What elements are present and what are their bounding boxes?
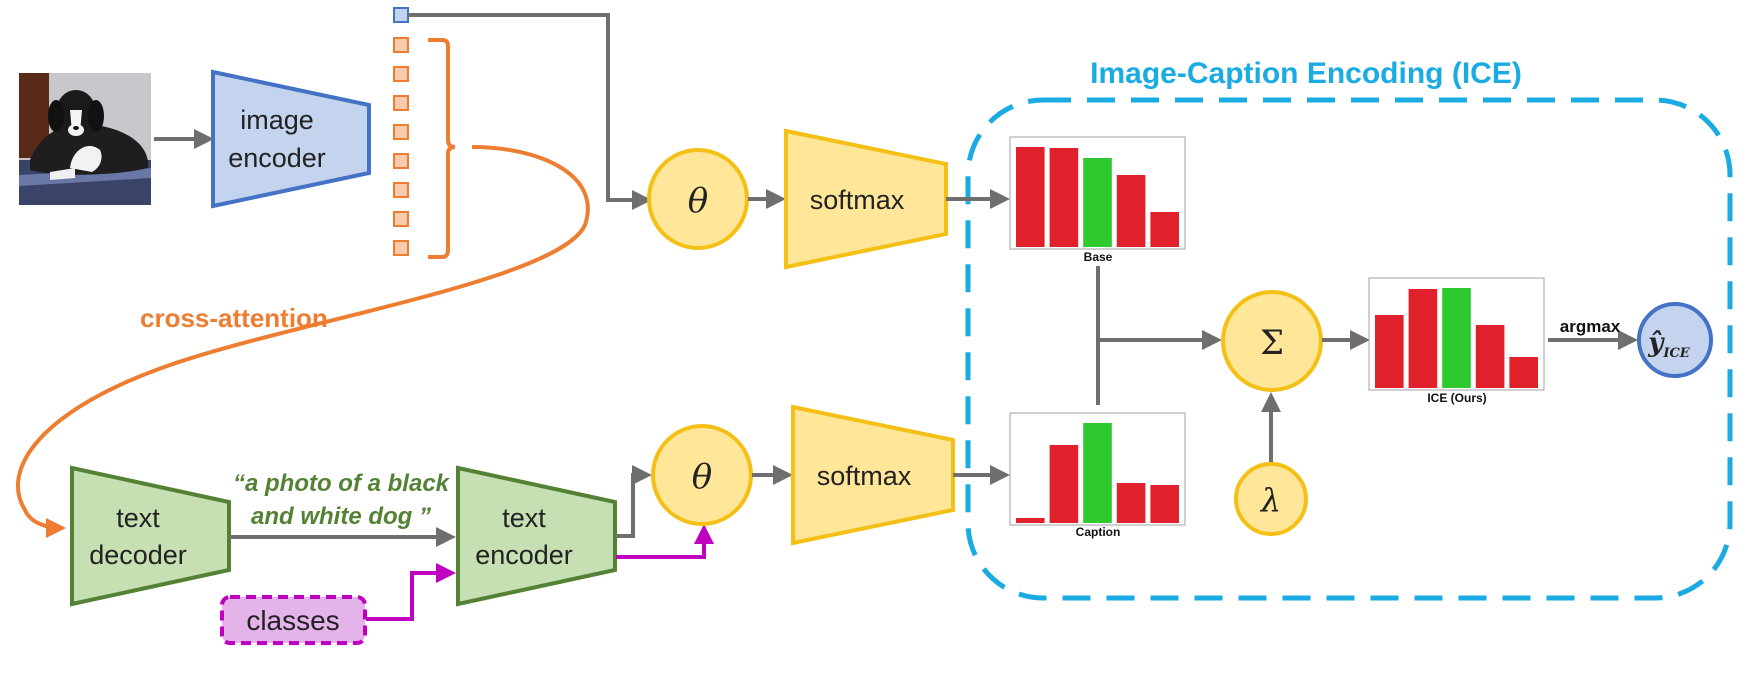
chart-bar [1116, 175, 1146, 247]
theta-top [647, 148, 749, 250]
input-image [19, 73, 151, 205]
text-encoder-label-1: text [502, 503, 546, 533]
caption-line-2: and white dog ” [251, 503, 431, 530]
patch-token [393, 240, 409, 256]
argmax-label: argmax [1560, 317, 1621, 336]
classes-box [220, 595, 367, 645]
text-decoder-label-2: decoder [89, 540, 187, 570]
chart-bar [1083, 423, 1112, 523]
chart-caption [1009, 412, 1186, 526]
chart-base [1009, 136, 1186, 250]
text-encoder-label-2: encoder [475, 540, 573, 570]
softmax-bottom-label: softmax [817, 461, 912, 491]
softmax-top [784, 128, 948, 270]
cross-attention-curve [15, 145, 590, 538]
chart-bar [1509, 357, 1538, 388]
sum-symbol: Σ [1260, 323, 1284, 363]
image-tokens [393, 7, 409, 256]
patch-token [393, 153, 409, 169]
lambda-symbol: λ [1259, 481, 1281, 519]
softmax-top-label: softmax [810, 185, 905, 215]
chart-bar [1016, 518, 1045, 523]
text-decoder-label-1: text [116, 503, 160, 533]
image-encoder-label-2: encoder [228, 143, 326, 173]
patch-token [393, 182, 409, 198]
softmax-bottom [791, 404, 955, 546]
patch-token [393, 211, 409, 227]
patch-token [393, 37, 409, 53]
theta-bottom [651, 424, 753, 526]
chart-bar [1150, 212, 1179, 247]
arrow-classes-embedding-to-theta [616, 524, 714, 559]
arrow-encoder-to-theta [616, 465, 652, 538]
lambda-node [1234, 462, 1308, 536]
output-node [1637, 302, 1713, 378]
patch-token [393, 95, 409, 111]
patch-token [393, 124, 409, 140]
ice-box [965, 97, 1733, 601]
chart-bar [1442, 288, 1471, 388]
output-symbol: ŷICE [1647, 328, 1691, 361]
cross-attention-label: cross-attention [140, 303, 328, 333]
chart-bar [1116, 483, 1146, 523]
theta-bottom-symbol: θ [692, 457, 712, 497]
patch-token [393, 66, 409, 82]
cls-token [393, 7, 409, 23]
theta-top-symbol: θ [688, 181, 708, 221]
chart-bar [1375, 315, 1404, 388]
chart-ice [1368, 277, 1545, 391]
caption-line-1: “a photo of a black [233, 470, 451, 497]
text-decoder [70, 465, 231, 607]
ice-title: Image-Caption Encoding (ICE) [1090, 57, 1522, 90]
chart-ice-label: ICE (Ours) [1427, 391, 1486, 405]
text-encoder [456, 465, 617, 607]
chart-bar [1408, 289, 1438, 388]
image-encoder [211, 69, 371, 209]
classes-label: classes [246, 605, 339, 636]
chart-bar [1049, 148, 1079, 247]
chart-bar [1049, 445, 1079, 523]
chart-base-label: Base [1084, 250, 1113, 264]
sum-node [1221, 290, 1323, 392]
token-bracket [428, 38, 456, 259]
arrow-classes-to-encoder [366, 563, 456, 621]
image-encoder-label-1: image [240, 105, 314, 135]
arrow-cls-to-theta-top [408, 13, 652, 210]
chart-bar [1083, 158, 1112, 247]
chart-bar [1475, 325, 1505, 388]
chart-caption-label: Caption [1076, 525, 1121, 539]
chart-bar [1016, 147, 1045, 247]
chart-bar [1150, 485, 1179, 523]
